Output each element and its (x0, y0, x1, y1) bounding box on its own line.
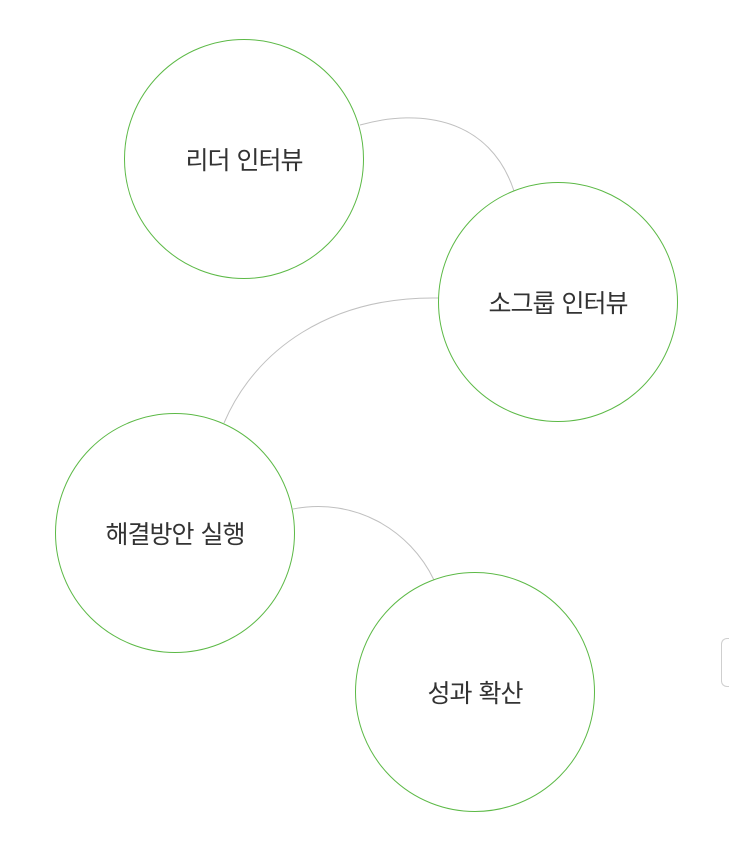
step-label: 리더 인터뷰 (185, 146, 304, 175)
side-tab-button[interactable] (721, 638, 729, 687)
step-circle-leader-interview: 리더 인터뷰 (124, 39, 364, 279)
step-label: 해결방안 실행 (105, 520, 246, 549)
step-circle-small-group-interview: 소그룹 인터뷰 (438, 182, 678, 422)
step-circle-result-expansion: 성과 확산 (355, 572, 595, 812)
connector-1-2 (359, 117, 515, 192)
step-label: 소그룹 인터뷰 (488, 289, 629, 318)
connector-2-3 (223, 297, 440, 424)
step-label: 성과 확산 (427, 679, 524, 708)
connector-3-4 (292, 506, 435, 581)
step-circle-solution-execution: 해결방안 실행 (55, 413, 295, 653)
